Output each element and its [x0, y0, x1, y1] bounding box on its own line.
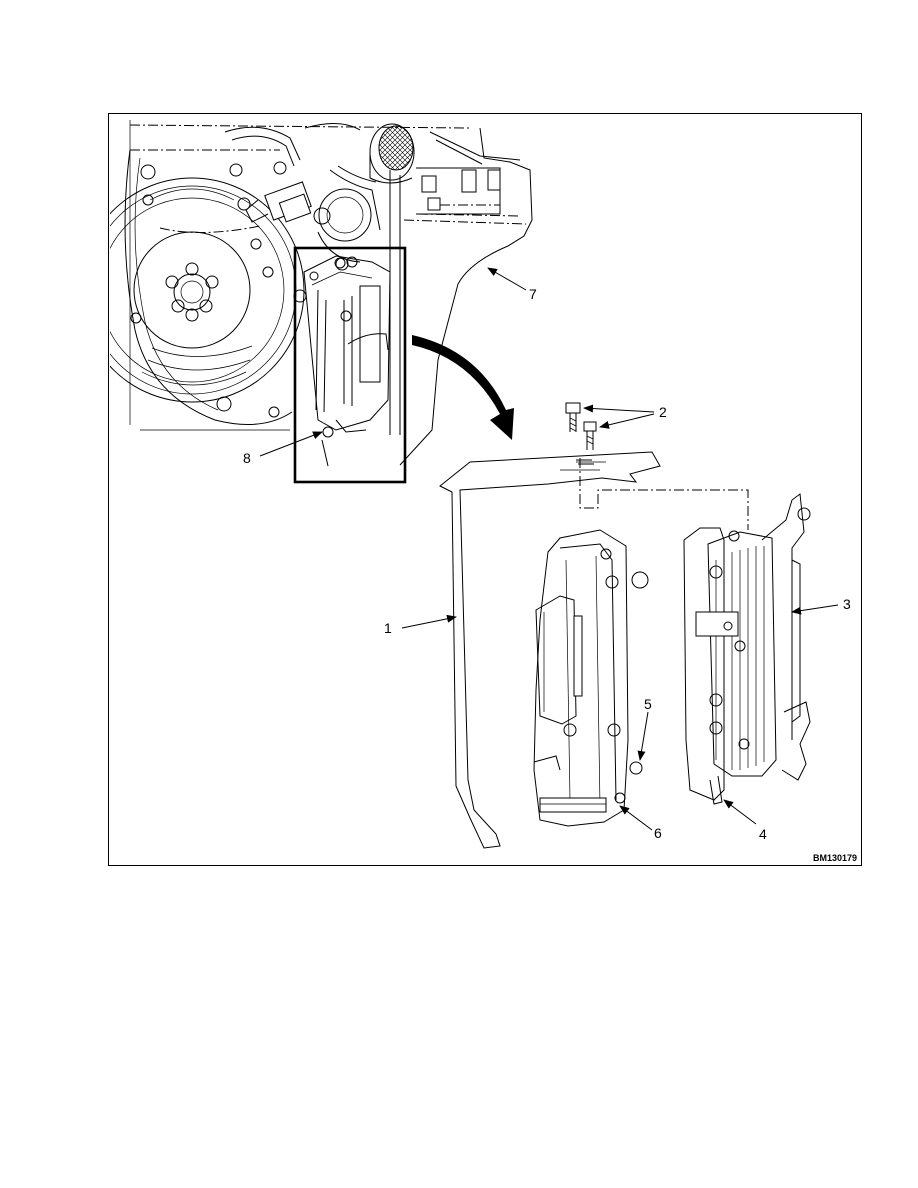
detail-highlight-box — [293, 246, 407, 484]
leader-6 — [619, 805, 653, 831]
leader-8 — [259, 431, 323, 457]
leader-2a — [583, 404, 655, 413]
leader-3 — [791, 604, 839, 615]
callout-1: 1 — [384, 620, 392, 636]
callout-leaders — [259, 267, 839, 831]
engine-compartment-view — [110, 120, 521, 435]
callout-3: 3 — [843, 596, 851, 612]
leader-5 — [637, 711, 649, 761]
callout-7: 7 — [529, 286, 537, 302]
air-filter — [369, 123, 415, 184]
linkage-assembly — [416, 131, 521, 217]
callout-6: 6 — [654, 825, 662, 841]
controller-unit-front — [533, 529, 649, 827]
module-installed — [303, 255, 391, 467]
callout-8: 8 — [243, 450, 251, 466]
callout-4: 4 — [759, 826, 767, 842]
leader-1 — [401, 614, 457, 629]
leader-2b — [599, 413, 655, 429]
housing-bolts — [130, 163, 307, 418]
screws — [565, 402, 597, 465]
detail-direction-arrow — [412, 335, 514, 440]
cover-panel — [399, 127, 533, 466]
figure-id: BM130179 — [813, 853, 857, 863]
leader-7 — [487, 267, 527, 291]
callout-2: 2 — [659, 404, 667, 420]
callout-labels: 1 2 3 4 5 6 7 8 — [243, 286, 851, 842]
controller-unit-rear — [683, 493, 811, 805]
leader-4 — [723, 799, 757, 825]
actuator-cluster — [245, 161, 331, 225]
mounting-bracket — [439, 451, 661, 849]
pump-body — [317, 188, 372, 263]
callout-5: 5 — [644, 696, 652, 712]
